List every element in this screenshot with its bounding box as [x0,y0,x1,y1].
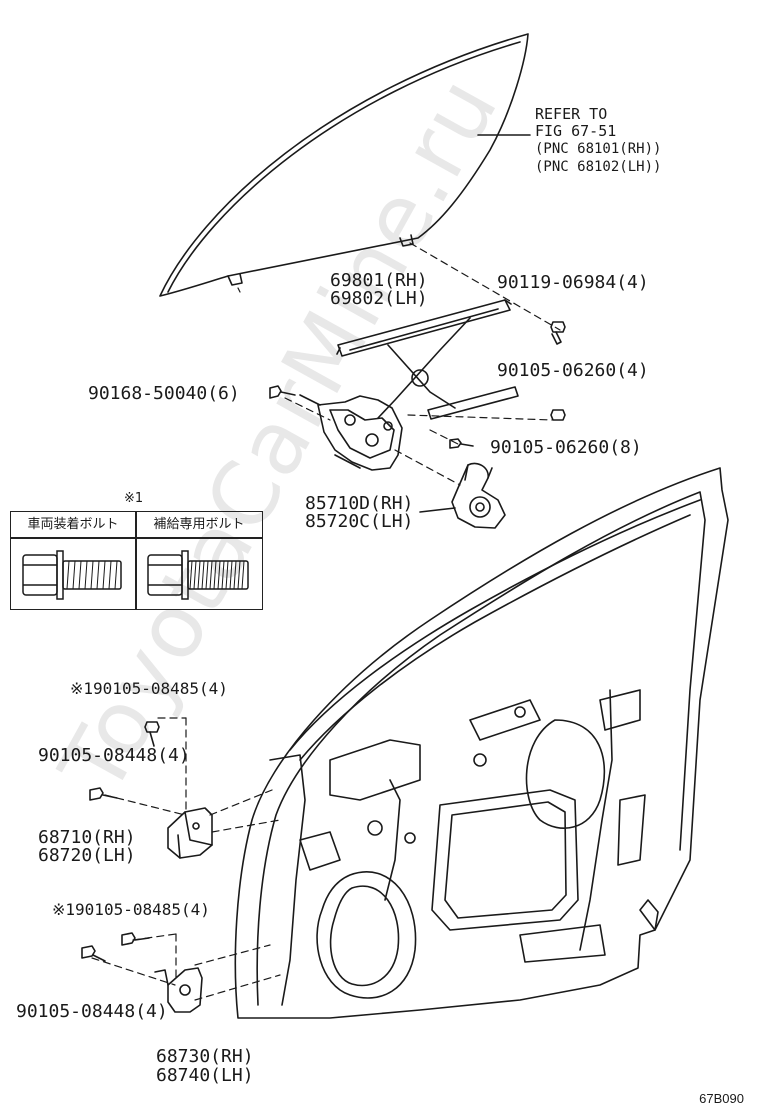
bolt-table-header-line [11,537,262,539]
part-label-upper-08448[interactable]: 90105-08448(4) [38,745,190,766]
part-label-90168-50040[interactable]: 90168-50040(6) [88,383,240,404]
bolts [81,321,566,962]
part-label-85720c[interactable]: 85720C(LH) [305,511,414,532]
part-label-lower-08485[interactable]: ※190105-08485(4) [52,900,210,919]
door-panel [234,467,729,1019]
bolt-table-header-supply: 補給専用ボルト [153,517,245,532]
part-label-90105-06260-4[interactable]: 90105-06260(4) [497,360,649,381]
bolt-table-divider [135,512,137,609]
refer-line-1[interactable]: REFER TO [535,105,608,123]
part-label-lower-08448[interactable]: 90105-08448(4) [16,1001,168,1022]
refer-line-4[interactable]: (PNC 68102(LH)) [535,159,662,175]
part-label-90105-06260-8[interactable]: 90105-06260(8) [490,437,642,458]
part-label-68730[interactable]: 68730(RH) [156,1046,254,1067]
vehicle-bolt-icon [22,550,122,600]
part-label-upper-08485[interactable]: ※190105-08485(4) [70,679,228,698]
refer-line-2[interactable]: FIG 67-51 [535,122,617,140]
bolt-type-table: 車両装着ボルト 補給専用ボルト [10,511,263,610]
part-label-69802[interactable]: 69802(LH) [330,288,428,309]
figure-code: 67B090 [699,1091,744,1106]
part-label-68710[interactable]: 68710(RH) [38,827,136,848]
supply-bolt-icon [147,550,249,600]
refer-line-3[interactable]: (PNC 68101(RH)) [535,141,662,157]
part-label-90119-06984[interactable]: 90119-06984(4) [497,272,649,293]
door-glass [159,33,529,297]
part-label-68720[interactable]: 68720(LH) [38,845,136,866]
upper-hinge [167,807,213,859]
lower-hinge [154,967,203,1013]
window-motor [419,462,506,529]
part-label-68740[interactable]: 68740(LH) [156,1065,254,1086]
window-regulator [299,299,519,471]
dashed-leaders [91,242,561,1001]
part-label-69801[interactable]: 69801(RH) [330,270,428,291]
bolt-table-note: ※1 [124,491,144,506]
bolt-table-header-vehicle: 車両装着ボルト [27,517,119,532]
part-label-85710d[interactable]: 85710D(RH) [305,493,414,514]
